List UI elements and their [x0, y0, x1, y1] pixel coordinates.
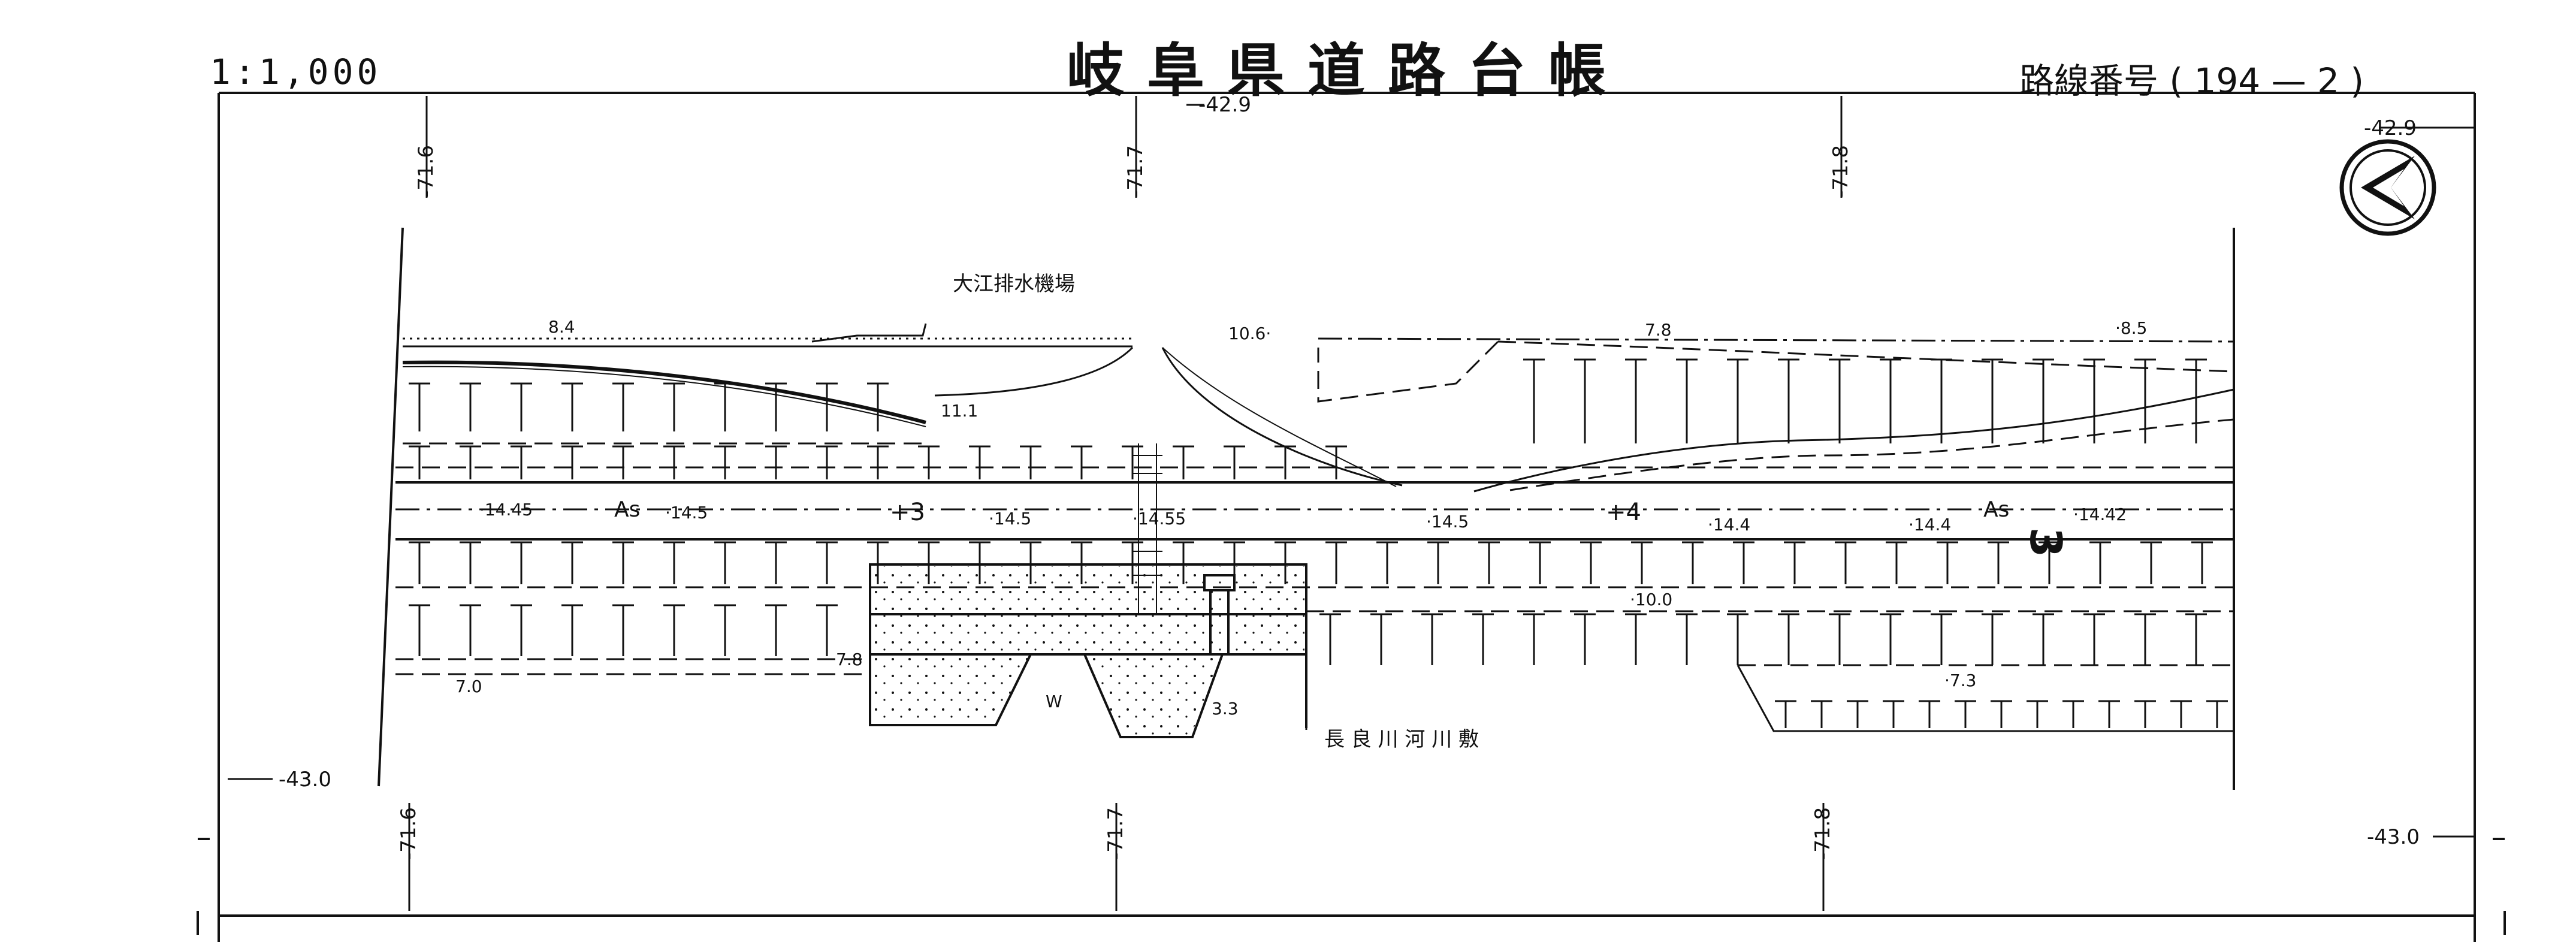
elevation-road-4: ·14.55 — [1133, 509, 1186, 529]
slope-hachures — [409, 358, 2228, 728]
grid-ticks — [228, 96, 2475, 911]
elevation-road-7: ·14.4 — [1908, 515, 1951, 535]
elevation-upper-4: ·8.5 — [2115, 318, 2147, 338]
elevation-lower-3: 7.0 — [455, 677, 482, 696]
elevation-upper-1: 8.4 — [548, 317, 575, 337]
map-labels: 大江排水機場 長 良 川 河 川 敷 As As +3 +4 W — [614, 272, 2009, 751]
elevation-upper-3: 7.8 — [1645, 320, 1672, 340]
upper-elevations: 8.4 10.6· 7.8 ·8.5 11.1 — [548, 317, 2147, 421]
river-bed-label: 長 良 川 河 川 敷 — [1324, 727, 1479, 751]
stippled-areas — [872, 566, 1304, 735]
station-label-4: +4 — [1606, 499, 1641, 526]
elevation-road-1: ·14.45 — [479, 500, 533, 520]
margin-ticks — [197, 838, 2506, 935]
elevation-lower-5: ·7.3 — [1944, 671, 1976, 690]
pavement-label-left: As — [614, 497, 640, 522]
lower-embankment — [395, 586, 2234, 732]
grid-y-label-bottom-right: -43.0 — [2367, 825, 2420, 849]
elevation-upper-5: 11.1 — [941, 401, 978, 421]
elevation-upper-2: 10.6· — [1228, 324, 1271, 343]
grid-x-label-bottom-2: -71.7 — [1104, 807, 1128, 860]
elevation-lower-2: 7.8 — [836, 650, 863, 669]
grid-x-label-top-3: -71.8 — [1829, 145, 1853, 198]
road — [395, 481, 2234, 541]
station-label-3: +3 — [890, 499, 925, 526]
route-number: 路線番号 ( 194 — 2 ) — [2019, 61, 2364, 101]
grid-y-label-top-right: -42.9 — [2364, 116, 2417, 140]
map-frame — [218, 92, 2476, 942]
facility-label: 大江排水機場 — [953, 272, 1075, 296]
elevation-road-5: ·14.5 — [1426, 512, 1469, 532]
grid-y-label-top: -42.9 — [1198, 93, 1251, 117]
grid-labels: -71.6 -71.7 -71.8 -71.6 -71.7 -71.8 -42.… — [279, 93, 2420, 860]
elevation-lower-4: 3.3 — [1212, 699, 1239, 718]
pavement-label-right: As — [1983, 497, 2009, 522]
map-scale: 1:1,000 — [210, 52, 382, 92]
elevation-road-8: ·14.42 — [2073, 505, 2127, 524]
upper-embankment — [395, 323, 2234, 493]
elevation-road-3: ·14.5 — [989, 509, 1031, 529]
elevation-road-6: ·14.4 — [1708, 515, 1750, 535]
grid-x-label-bottom-3: -71.8 — [1811, 807, 1835, 860]
elevation-lower-1: ·10.0 — [1630, 590, 1672, 609]
grid-x-label-top-1: -71.6 — [414, 145, 438, 198]
water-label: W — [1046, 692, 1062, 711]
north-arrow-icon — [2339, 139, 2436, 236]
sheet-number: 3 — [2021, 527, 2071, 558]
lower-elevations: ·10.0 7.8 7.0 3.3 ·7.3 — [455, 590, 1976, 718]
grid-y-label-bottom: -43.0 — [279, 768, 331, 792]
elevation-road-2: ·14.5 — [665, 503, 708, 523]
grid-x-label-top-2: -71.7 — [1124, 145, 1147, 198]
grid-x-label-bottom-1: -71.6 — [397, 807, 421, 860]
road-elevations: ·14.45 ·14.5 ·14.5 ·14.55 ·14.5 ·14.4 ·1… — [479, 500, 2127, 535]
